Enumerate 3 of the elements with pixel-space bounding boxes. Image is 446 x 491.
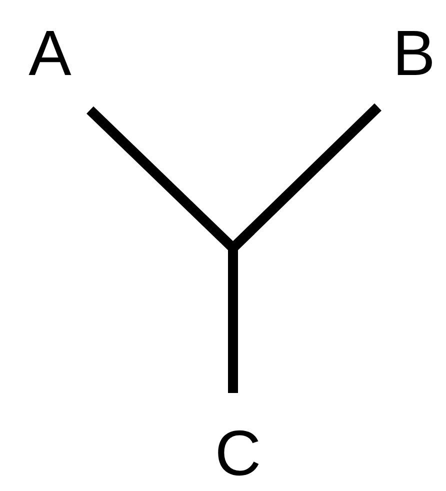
node-label: C <box>214 421 262 485</box>
node-label: B <box>392 21 436 85</box>
node-label: A <box>28 21 72 85</box>
